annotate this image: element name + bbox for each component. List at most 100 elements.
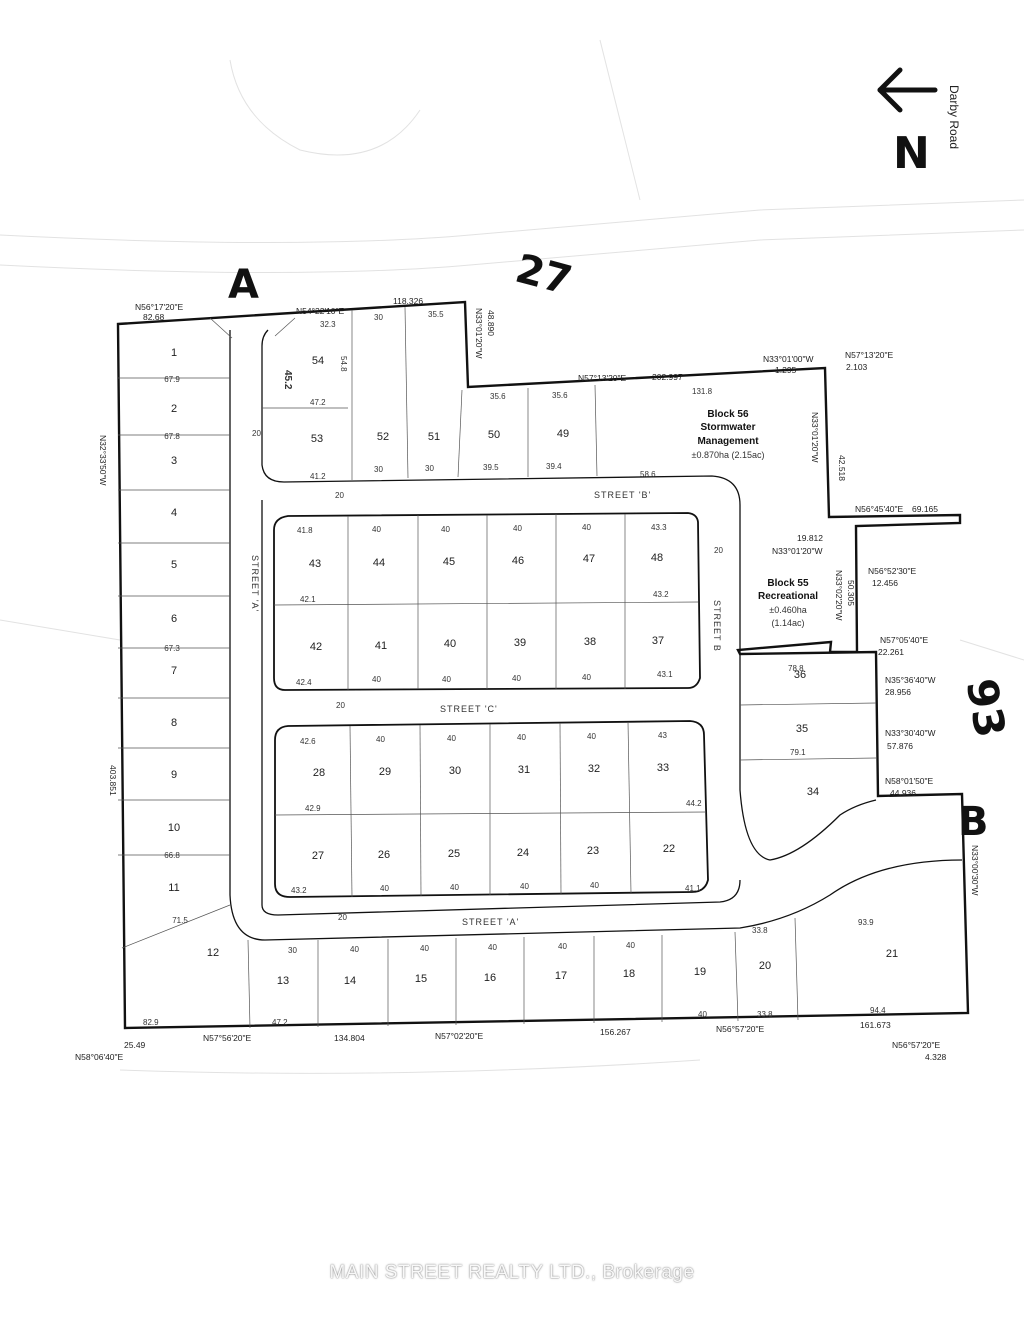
bearing: 134.804 — [334, 1033, 365, 1043]
lot-number: 43 — [309, 558, 321, 570]
dim-label: 43.2 — [291, 886, 307, 895]
dim-label: 93.9 — [858, 918, 874, 927]
bearing: N57°02'20"E — [435, 1031, 484, 1041]
street-a-west-curb — [229, 330, 963, 941]
bearing: 4.328 — [925, 1052, 947, 1062]
dim-label: 40 — [582, 673, 591, 682]
bearing: 69.165 — [912, 504, 938, 514]
dim-label: 20 — [714, 546, 723, 555]
dim-label: 30 — [374, 465, 383, 474]
lot-number: 32 — [588, 763, 600, 775]
block-row-3-4 — [274, 720, 709, 898]
dim-label: 54.8 — [339, 356, 348, 372]
lot-number: 42 — [310, 641, 322, 653]
bearing: 50.305 — [846, 580, 856, 606]
bearing: 28.956 — [885, 687, 911, 697]
handwritten-27: 27 — [511, 246, 577, 305]
block-56: Block 56 Stormwater Management ±0.870ha … — [692, 409, 765, 460]
street-a-vertical-label: STREET 'A' — [250, 555, 260, 612]
dim-label: 35.6 — [490, 392, 506, 401]
dim-label: 42.9 — [305, 804, 321, 813]
bearing: 1.295 — [775, 365, 797, 375]
dim-label: 40 — [488, 943, 497, 952]
dim-label: 43.1 — [657, 670, 673, 679]
dim-label: 40 — [698, 1010, 707, 1019]
lot-number: 41 — [375, 640, 387, 652]
bearing: 57.876 — [887, 741, 913, 751]
block-row-1-2 — [273, 512, 701, 691]
lot-number: 36 — [794, 669, 806, 681]
dim-label: 82.9 — [143, 1018, 159, 1027]
block-55: Block 55 Recreational ±0.460ha (1.14ac) — [758, 578, 818, 628]
block-55-area: ±0.460ha — [769, 605, 806, 615]
bearing: N57°56'20"E — [203, 1033, 252, 1043]
dim-label: 39.5 — [483, 463, 499, 472]
lot-number: 33 — [657, 762, 669, 774]
dim-label: 20 — [335, 491, 344, 500]
bearing: N33°01'20"W — [772, 546, 823, 556]
bearing: 2.103 — [846, 362, 868, 372]
bearing: N57°13'20"E — [845, 350, 894, 360]
handwritten-93: 93 — [957, 675, 1015, 741]
dim-label: 40 — [376, 735, 385, 744]
dim-label: 41.2 — [310, 472, 326, 481]
lot-number: 3 — [171, 455, 177, 467]
lot-number: 7 — [171, 665, 177, 677]
lot-number: 12 — [207, 947, 219, 959]
lot-number: 29 — [379, 766, 391, 778]
dim-label: 30 — [374, 313, 383, 322]
lot-number: 15 — [415, 973, 427, 985]
dim-label: 66.8 — [164, 851, 180, 860]
bearing: N32°33'50"W — [98, 435, 108, 486]
dim-label: 79.1 — [790, 748, 806, 757]
lot-number: 48 — [651, 552, 663, 564]
subdivision-boundary — [116, 300, 970, 1030]
bearing: N56°57'20"E — [716, 1024, 765, 1034]
street-a-inner-curb — [261, 329, 877, 861]
lot-number: 34 — [807, 786, 819, 798]
dim-label: 45.2 — [282, 370, 293, 390]
dim-label: 41.1 — [685, 884, 701, 893]
dim-label: 44.2 — [686, 799, 702, 808]
lot-number: 4 — [171, 507, 177, 519]
dim-label: 35.5 — [428, 310, 444, 319]
bearing: N33°01'20"W — [810, 412, 820, 463]
bearing: N56°57'20"E — [892, 1040, 941, 1050]
lot-number: 52 — [377, 431, 389, 443]
lot-number: 30 — [449, 765, 461, 777]
dim-label: 43.3 — [651, 523, 667, 532]
bearing: 48.890 — [486, 310, 496, 336]
dim-label: 42.6 — [300, 737, 316, 746]
bearing: 202.997 — [652, 372, 683, 382]
bearing: N33°01'20"W — [474, 308, 484, 359]
lot-number: 53 — [311, 433, 323, 445]
dim-label: 58.6 — [640, 470, 656, 479]
lot-number: 11 — [168, 882, 179, 894]
dim-label: 47.2 — [310, 398, 326, 407]
bearing-labels: N56°17'20"E 82.68 N54°22'10"E 118.326 N3… — [75, 296, 980, 1062]
lot-number: 6 — [171, 613, 177, 625]
dim-label: 40 — [372, 525, 381, 534]
bearing: N56°17'20"E — [135, 302, 184, 312]
dim-label: 40 — [372, 675, 381, 684]
lot-number: 46 — [512, 555, 524, 567]
street-a-south-inner — [261, 500, 741, 916]
lot-number: 26 — [378, 849, 390, 861]
dim-label: 67.8 — [164, 432, 180, 441]
block-55-area-ac: (1.14ac) — [771, 618, 804, 628]
dim-label: 20 — [338, 913, 347, 922]
dim-label: 30 — [425, 464, 434, 473]
block-55-title: Block 55 — [767, 578, 809, 589]
dim-label: 67.9 — [164, 375, 180, 384]
lot-number: 37 — [652, 635, 664, 647]
handwritten-b: B — [958, 799, 989, 845]
bearing: N33°30'40"W — [885, 728, 936, 738]
dim-label: 40 — [582, 523, 591, 532]
lot-number: 51 — [428, 431, 440, 443]
lot-number: 28 — [313, 767, 325, 779]
dim-label: 35.6 — [552, 391, 568, 400]
lot-number: 19 — [694, 966, 706, 978]
bearing: 22.261 — [878, 647, 904, 657]
bearing: 403.851 — [108, 765, 118, 796]
